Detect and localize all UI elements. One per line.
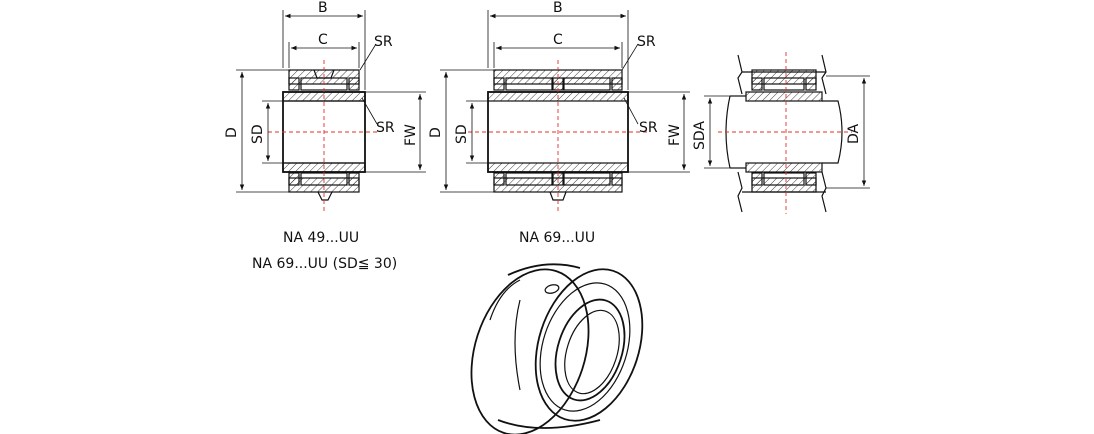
label-d-middle: D	[428, 127, 444, 138]
label-fw-left: FW	[403, 124, 419, 146]
mounting-section	[718, 52, 852, 214]
label-b-middle: B	[553, 0, 563, 16]
label-c-left: C	[318, 32, 328, 48]
label-da: DA	[846, 123, 862, 144]
label-c-middle: C	[553, 32, 563, 48]
dimensions-right	[704, 75, 870, 189]
label-sr-left-top: SR	[374, 34, 393, 50]
bearing-3d-view	[470, 263, 644, 434]
label-sr-left-bottom: SR	[376, 120, 395, 136]
label-b-left: B	[318, 0, 328, 16]
dimensions-left	[236, 10, 426, 193]
label-sr-middle-bottom: SR	[639, 120, 658, 136]
caption-middle: NA 69...UU	[519, 230, 595, 246]
bearing-section-na49	[268, 60, 380, 212]
label-sr-middle-top: SR	[637, 34, 656, 50]
label-sd-middle: SD	[454, 124, 470, 144]
dimensions-middle	[440, 10, 690, 193]
bearing-section-na69	[468, 60, 648, 212]
caption-left-line2: NA 69...UU (SD≦ 30)	[252, 256, 397, 272]
label-fw-middle: FW	[667, 124, 683, 146]
label-sd-left: SD	[250, 124, 266, 144]
label-d-left: D	[224, 127, 240, 138]
caption-left-line1: NA 49...UU	[283, 230, 359, 246]
label-sda: SDA	[692, 121, 708, 150]
